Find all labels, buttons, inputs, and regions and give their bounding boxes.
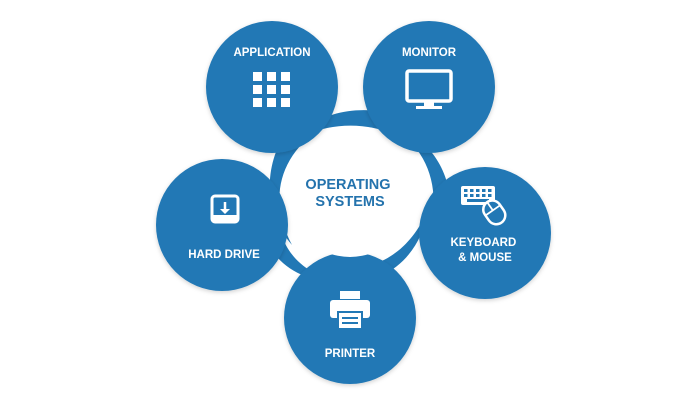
printer-icon [330, 291, 370, 330]
keyboard-mouse-label: KEYBOARD & MOUSE [450, 237, 519, 264]
petal-keyboard-mouse[interactable] [419, 167, 551, 299]
center-title-line1: OPERATING [305, 177, 390, 193]
monitor-icon [405, 69, 453, 109]
center-disc [288, 133, 412, 257]
keyboard-mouse-label-line2: & MOUSE [458, 252, 512, 264]
hard-drive-label: HARD DRIVE [188, 249, 260, 261]
keyboard-mouse-icon [461, 186, 507, 226]
application-label: APPLICATION [233, 47, 310, 59]
hard-drive-icon [210, 194, 240, 224]
printer-label: PRINTER [325, 348, 376, 360]
keyboard-mouse-label-line1: KEYBOARD [450, 237, 516, 249]
petal-hard-drive[interactable] [156, 159, 288, 291]
grid-icon [253, 72, 290, 107]
monitor-label: MONITOR [402, 47, 457, 59]
center-title-line2: SYSTEMS [315, 194, 385, 210]
center-title: OPERATING SYSTEMS [305, 177, 394, 210]
petal-monitor[interactable] [363, 21, 495, 153]
